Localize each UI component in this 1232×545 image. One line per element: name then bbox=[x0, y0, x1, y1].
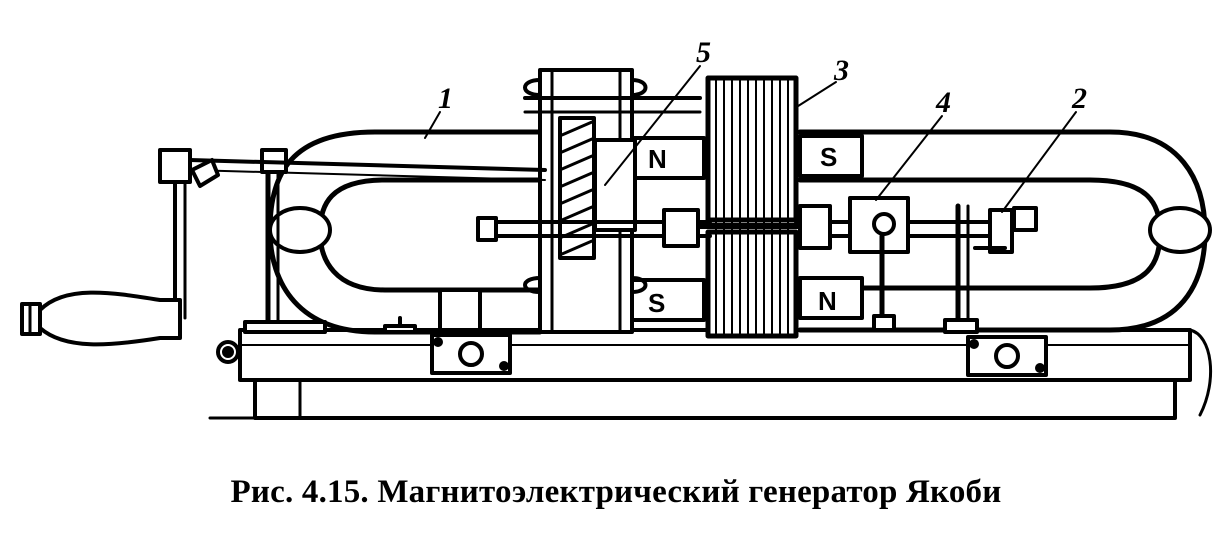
label-5: 5 bbox=[696, 36, 711, 69]
horseshoe-magnet bbox=[267, 129, 1212, 335]
mounting-plate-right bbox=[966, 335, 1048, 377]
hand-crank bbox=[158, 148, 220, 320]
label-4: 4 bbox=[935, 86, 951, 119]
pole-label-north-lower: N bbox=[818, 286, 837, 316]
crank-handle bbox=[20, 290, 182, 347]
figure-caption: Рис. 4.15. Магнитоэлектрический генерато… bbox=[230, 474, 1002, 510]
label-2: 2 bbox=[1071, 82, 1087, 115]
footings bbox=[383, 288, 482, 334]
right-support bbox=[943, 203, 1038, 334]
drive-rod bbox=[188, 158, 547, 181]
coil-stack bbox=[697, 75, 807, 339]
bearing-block bbox=[848, 196, 910, 332]
base-platform bbox=[208, 328, 1213, 420]
commutator-frame bbox=[523, 68, 702, 334]
pole-label-south-lower: S bbox=[648, 288, 665, 318]
label-3: 3 bbox=[833, 54, 849, 87]
mounting-plate-left bbox=[430, 333, 512, 375]
label-1: 1 bbox=[438, 82, 453, 115]
label-leaders bbox=[424, 65, 1077, 213]
pole-label-south-upper: S bbox=[820, 142, 837, 172]
pole-label-north-upper: N bbox=[648, 144, 667, 174]
